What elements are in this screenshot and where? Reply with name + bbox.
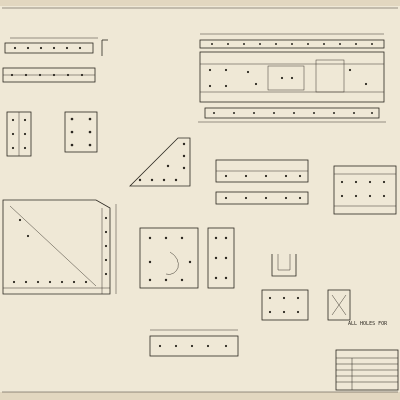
view-bottom-strip [149,329,239,357]
title-block [335,349,399,391]
view-connection-plates [139,227,235,289]
view-gusset-plate [129,137,191,187]
view-channel-section [271,254,297,277]
paper-bottom-edge [0,392,400,400]
view-stiffener-bracket [261,289,351,321]
view-small-column [6,111,32,157]
paper-top-edge [0,0,400,6]
view-girder [198,33,386,123]
view-corner-connection [2,199,117,295]
general-note: ALL HOLES FOR [348,321,388,327]
view-bracket-plate [64,111,98,153]
view-front-base-plate [333,165,397,215]
view-angle-stiffener [215,159,309,205]
view-bar-plate-top [2,37,108,83]
